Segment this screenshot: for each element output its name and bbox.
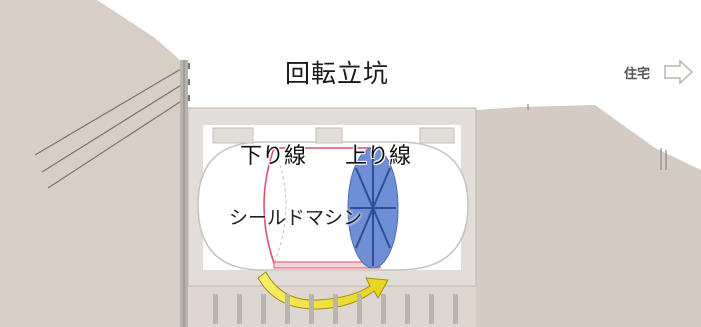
right-ground-posts — [527, 104, 667, 170]
top-bracket-right — [419, 127, 455, 144]
foundation-piles — [213, 294, 458, 324]
up-line-label: 上り線 — [345, 144, 412, 169]
cutter-spokes — [350, 150, 396, 266]
right-arrow-icon — [664, 59, 694, 85]
down-line-label: 下り線 — [240, 144, 307, 169]
rotation-arrow-icon — [257, 271, 389, 310]
house-label: 住宅 — [624, 67, 651, 82]
right-ground — [476, 105, 701, 327]
left-ground — [0, 0, 180, 327]
top-bracket-left — [212, 127, 254, 144]
machine-rear-dashed — [273, 147, 287, 264]
ground-anchors — [34, 65, 187, 189]
shaft-title: 回転立坑 — [285, 59, 390, 88]
shield-machine-label: シールドマシン — [229, 207, 363, 229]
top-bracket-middle — [315, 127, 343, 144]
